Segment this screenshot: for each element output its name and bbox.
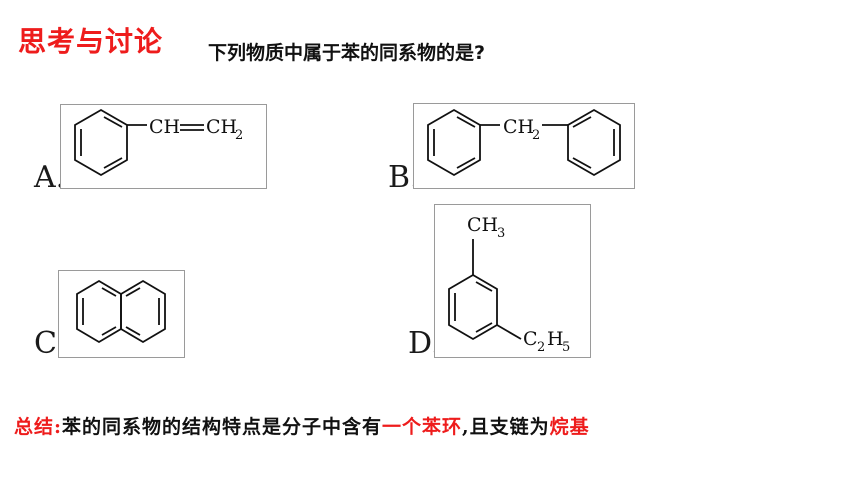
page-title: 思考与讨论 bbox=[18, 25, 164, 58]
summary-text-part2: ,且支链为 bbox=[462, 416, 550, 438]
group-ch2: CH bbox=[206, 116, 237, 138]
summary-highlight-benzene: 一个苯环 bbox=[382, 416, 463, 438]
summary-label: 总结: bbox=[14, 416, 63, 438]
benzene-ring-left bbox=[427, 108, 481, 177]
option-c-structure[interactable] bbox=[58, 270, 185, 358]
benzene-ring bbox=[74, 108, 128, 177]
group-ch2-subscript: 2 bbox=[532, 128, 540, 143]
ethyltoluene-diagram: CH 3 C 2 H 5 bbox=[448, 214, 570, 355]
group-ch2: CH bbox=[503, 116, 534, 138]
ethyl-bond bbox=[496, 324, 522, 340]
summary-text: 总结:苯的同系物的结构特点是分子中含有一个苯环,且支链为烷基 bbox=[14, 412, 590, 439]
benzene-ring-right bbox=[567, 108, 621, 177]
group-ch: CH bbox=[149, 116, 180, 138]
naphthalene-ring-right bbox=[120, 279, 166, 344]
option-d-structure[interactable]: CH 3 C 2 H 5 bbox=[434, 204, 591, 358]
option-b-structure[interactable]: CH 2 bbox=[413, 103, 635, 189]
group-ch2-subscript: 2 bbox=[235, 128, 243, 143]
group-ch3-subscript: 3 bbox=[497, 226, 505, 241]
group-h5: H bbox=[547, 328, 564, 350]
styrene-diagram: CH CH 2 bbox=[74, 108, 243, 177]
naphthalene-diagram bbox=[76, 279, 166, 344]
summary-highlight-alkyl: 烷基 bbox=[549, 416, 590, 438]
option-a-structure[interactable]: CH CH 2 bbox=[60, 104, 267, 189]
group-ch3: CH bbox=[467, 214, 498, 236]
group-c2-subscript: 2 bbox=[537, 340, 545, 355]
group-c2: C bbox=[523, 328, 538, 350]
group-h5-subscript: 5 bbox=[562, 340, 570, 355]
diphenylmethane-diagram: CH 2 bbox=[427, 108, 621, 177]
question-text: 下列物质中属于苯的同系物的是? bbox=[208, 42, 486, 64]
summary-text-part1: 苯的同系物的结构特点是分子中含有 bbox=[62, 416, 383, 438]
benzene-ring bbox=[448, 273, 498, 341]
